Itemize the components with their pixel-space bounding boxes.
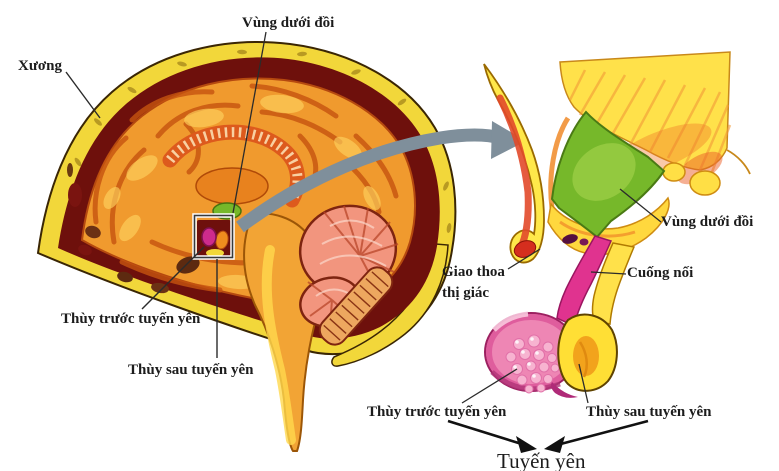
arrow-to-pituitary-right <box>552 419 649 448</box>
pointer-optic-chiasm <box>507 248 541 270</box>
pointer-hypothalamus-right <box>619 188 662 223</box>
hypothalamus-highlight <box>572 143 636 201</box>
label-connecting-stalk: Cuống nối <box>627 265 694 281</box>
label-pituitary-gland: Tuyến yên <box>497 449 586 471</box>
pointer-stalk <box>590 271 627 275</box>
gland-shadow-crescent <box>551 382 578 398</box>
corpus-callosum-shape <box>162 124 306 208</box>
gyri-highlights <box>103 94 381 290</box>
brainstem-highlight <box>261 245 296 445</box>
thalamus-shape <box>195 167 269 205</box>
pointer-anterior-right <box>461 368 518 404</box>
pointer-hypothalamus-top <box>232 31 267 214</box>
brain-sagittal-view <box>36 41 457 452</box>
label-posterior-pituitary-right: Thùy sau tuyến yên <box>586 404 712 420</box>
hypothalamic-floor <box>547 196 670 256</box>
stalk-sheath <box>591 242 636 325</box>
pointer-posterior-right <box>578 363 589 404</box>
pointer-lines <box>65 31 662 404</box>
mammillary-bump-2 <box>662 162 686 182</box>
pointer-bone <box>65 71 101 119</box>
pituitary-closeup <box>483 51 751 398</box>
tissue-whisker <box>726 149 751 175</box>
recess-spot-2 <box>579 238 589 246</box>
pituitary-in-box <box>197 220 231 257</box>
magnify-arrow-icon <box>236 121 526 233</box>
skull-texture <box>74 49 452 233</box>
label-hypothalamus-top: Vùng dưới đồi <box>242 15 335 31</box>
label-hypothalamus-right: Vùng dưới đồi <box>661 214 754 230</box>
label-anterior-pituitary-right: Thùy trước tuyến yên <box>367 404 507 420</box>
highlight-box <box>192 213 235 260</box>
arrow-to-pituitary-left <box>447 419 526 447</box>
label-bone: Xương <box>18 58 62 74</box>
pons-ridges <box>318 266 394 346</box>
recess-spot-1 <box>562 234 578 244</box>
posterior-pituitary-shape <box>557 313 618 392</box>
label-optic-chiasm: Giao thoa thị giác <box>442 264 505 301</box>
tissue-shading-2 <box>677 151 723 185</box>
front-wall-band <box>483 63 545 264</box>
front-wall-red-streak <box>496 94 532 251</box>
bubble-glints <box>513 337 539 378</box>
label-anterior-pituitary-left: Thùy trước tuyến yên <box>61 311 201 327</box>
mammillary-bump-1 <box>689 170 721 196</box>
label-posterior-pituitary-left: Thùy sau tuyến yên <box>128 362 254 378</box>
converging-arrows <box>447 419 649 453</box>
pointer-anterior-left <box>141 246 205 310</box>
